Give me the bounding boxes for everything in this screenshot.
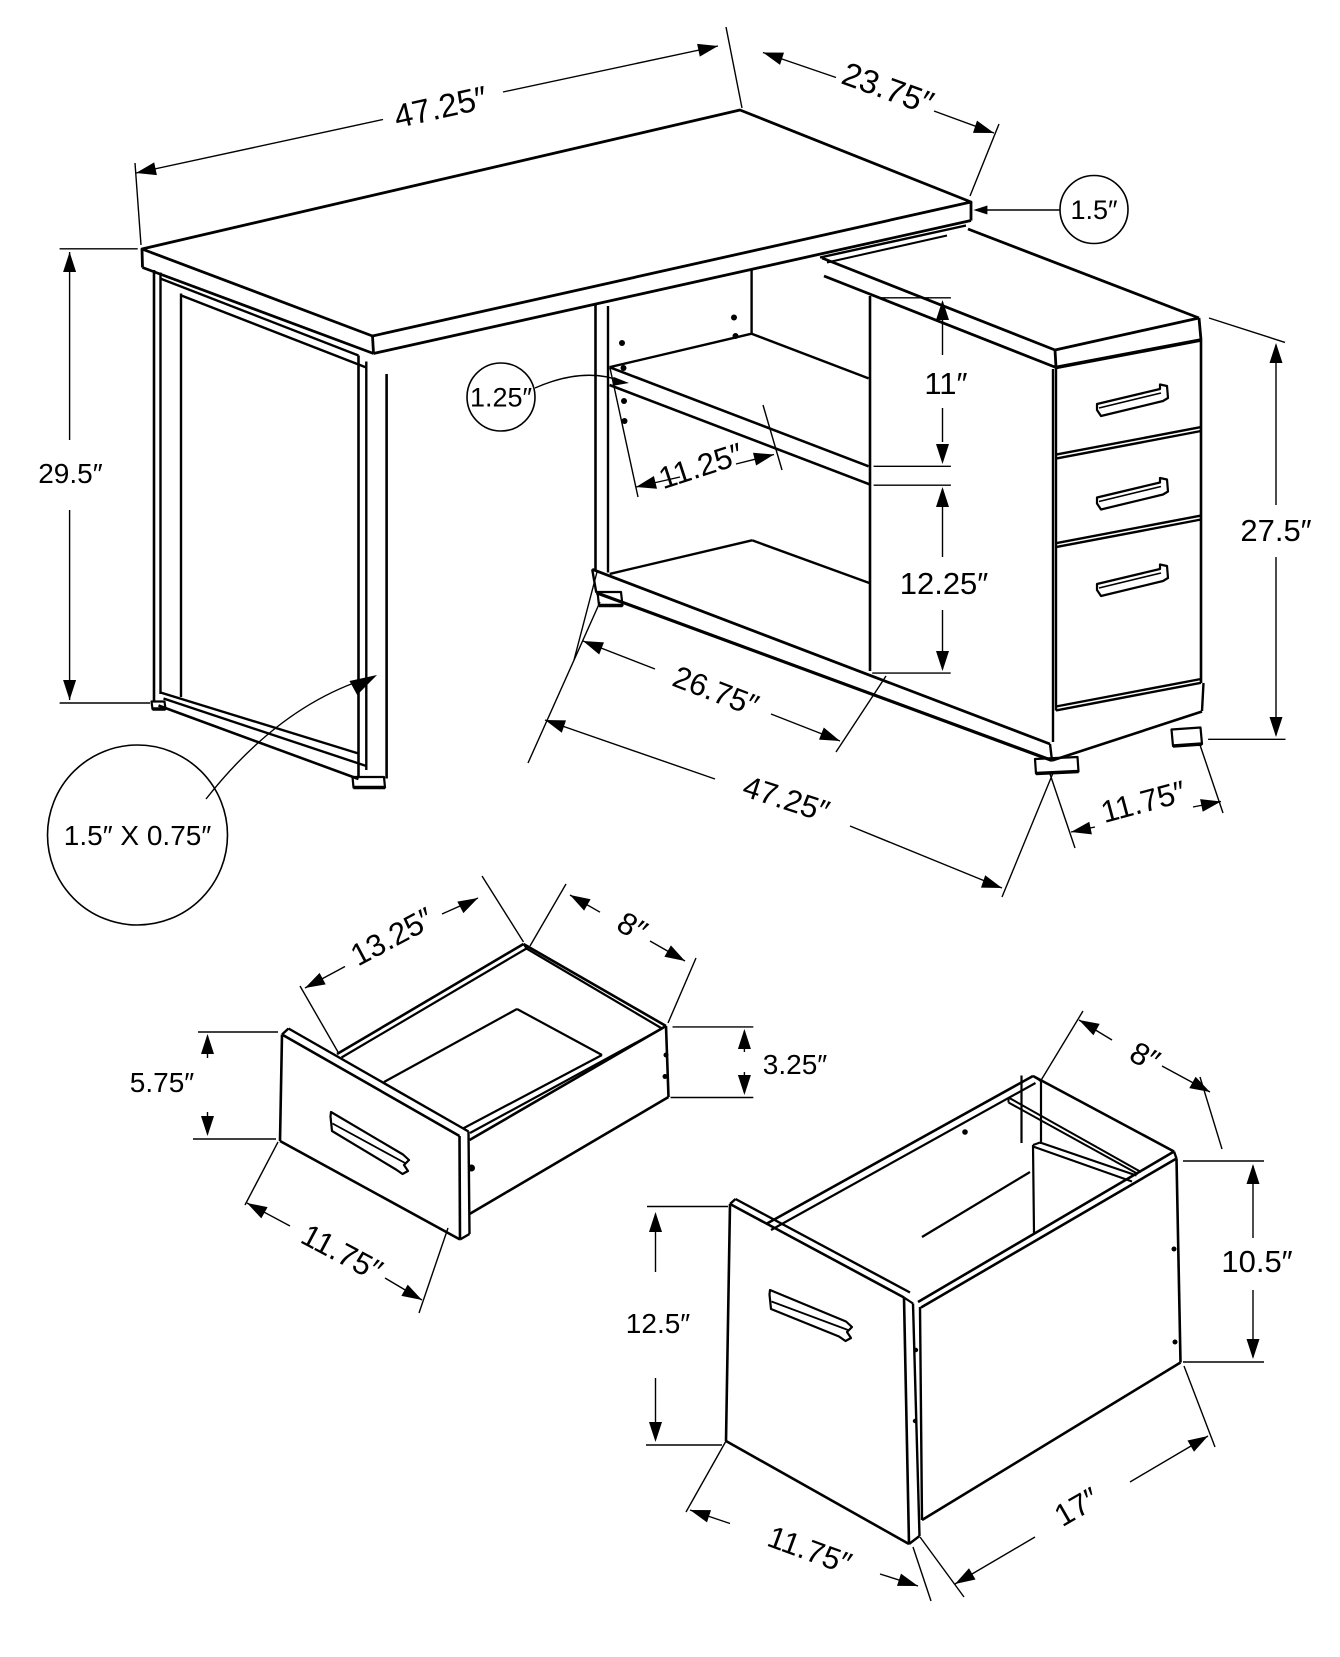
svg-text:12.25″: 12.25″ [900, 566, 989, 601]
svg-text:27.5″: 27.5″ [1240, 513, 1311, 548]
svg-text:5.75″: 5.75″ [130, 1067, 194, 1098]
svg-text:3.25″: 3.25″ [763, 1049, 827, 1080]
svg-text:1.25″: 1.25″ [470, 383, 533, 413]
svg-text:11″: 11″ [924, 366, 967, 401]
svg-text:29.5″: 29.5″ [38, 458, 102, 489]
svg-text:10.5″: 10.5″ [1221, 1244, 1292, 1279]
svg-text:1.5″: 1.5″ [1070, 195, 1118, 225]
svg-text:1.5″ X 0.75″: 1.5″ X 0.75″ [64, 820, 212, 851]
svg-text:12.5″: 12.5″ [626, 1308, 690, 1339]
